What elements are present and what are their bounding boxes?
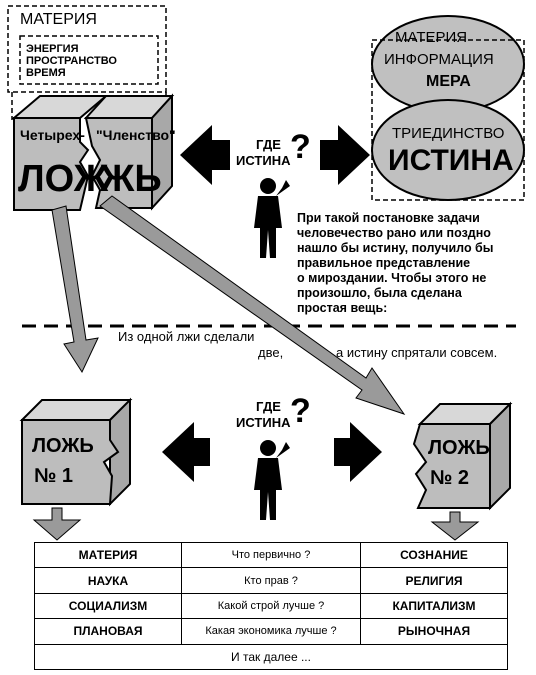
big-lie-right-big: ЖЬ (100, 158, 162, 200)
paragraph-line: о мироздании. Чтобы этого не (297, 271, 487, 285)
table-cell-left: СОЦИАЛИЗМ (34, 592, 182, 620)
arrow-to-lie2 (99, 195, 406, 415)
big-lie-right-block (83, 93, 175, 211)
where-label-bottom: ГДЕ (256, 399, 281, 414)
split-text-1: Из одной лжи сделали (118, 329, 255, 344)
table-cell-question: Что первично ? (181, 541, 361, 569)
paragraph-line: простая вещь: (297, 301, 388, 315)
big-lie-right-small: "Членство" (96, 127, 176, 143)
arrow-right-top (320, 125, 370, 185)
truth-label-bottom: ИСТИНА (236, 415, 291, 430)
question-mark-bottom: ? (290, 392, 311, 430)
lie2-number: № 2 (430, 467, 469, 489)
materia-label: МАТЕРИЯ (20, 11, 97, 28)
paragraph-line: произошло, была сделана (297, 286, 462, 300)
table-cell-right: РЕЛИГИЯ (360, 567, 508, 594)
thinking-person-bottom (254, 440, 290, 520)
table-cell-left: НАУКА (34, 567, 182, 594)
truth-label-top: ИСТИНА (236, 153, 291, 168)
thinking-person-top (254, 178, 290, 258)
table-cell-right: РЫНОЧНАЯ (360, 618, 508, 645)
table-row: СОЦИАЛИЗМ Какой строй лучше ? КАПИТАЛИЗМ (34, 592, 508, 620)
table-row: НАУКА Кто прав ? РЕЛИГИЯ (34, 567, 508, 594)
oval-materia: МАТЕРИЯ (395, 29, 468, 46)
arrow-down-right (430, 511, 480, 541)
energy-label: ЭНЕРГИЯ (26, 43, 79, 55)
oval-trinity: ТРИЕДИНСТВО (392, 125, 505, 142)
arrow-right-bottom (334, 422, 382, 482)
lie1-title: ЛОЖЬ (32, 435, 94, 457)
space-label: ПРОСТРАНСТВО (26, 55, 117, 67)
paragraph-line: При такой постановке задачи (297, 211, 480, 225)
table-row: ПЛАНОВАЯ Какая экономика лучше ? РЫНОЧНА… (34, 618, 508, 645)
paragraph-line: нашло бы истину, получило бы (297, 241, 494, 255)
lie2-title: ЛОЖЬ (428, 437, 490, 459)
table-row: МАТЕРИЯ Что первично ? СОЗНАНИЕ (34, 541, 508, 569)
table-footer-row: И так далее ... (34, 643, 508, 671)
table-cell-right: КАПИТАЛИЗМ (360, 592, 508, 620)
materia-frame (7, 5, 167, 93)
oval-mera: МЕРА (426, 73, 471, 90)
arrow-left-top (180, 125, 230, 185)
time-label: ВРЕМЯ (26, 67, 66, 79)
arrow-to-lie1 (51, 205, 99, 374)
table-cell-left: МАТЕРИЯ (34, 541, 182, 569)
table-footer: И так далее ... (34, 643, 508, 671)
table-cell-question: Кто прав ? (181, 567, 361, 594)
arrow-down-left (32, 507, 82, 541)
paragraph-line: правильное представление (297, 256, 471, 270)
table-cell-right: СОЗНАНИЕ (360, 541, 508, 569)
energy-frame (19, 35, 159, 85)
comparison-table: МАТЕРИЯ Что первично ? СОЗНАНИЕ НАУКА Кт… (34, 541, 508, 671)
lie1-number: № 1 (34, 465, 73, 487)
lie1-block (19, 397, 133, 507)
table-cell-left: ПЛАНОВАЯ (34, 618, 182, 645)
split-text-3: а истину спрятали совсем. (336, 345, 498, 360)
paragraph-line: человечество рано или поздно (297, 226, 491, 240)
lie2-block (412, 401, 513, 511)
table-cell-question: Какая экономика лучше ? (181, 618, 361, 645)
oval-info: ИНФОРМАЦИЯ (384, 51, 494, 68)
split-text-2: две, (258, 345, 284, 360)
ovals-frame (371, 39, 525, 201)
table-cell-question: Какой строй лучше ? (181, 592, 361, 620)
big-lie-left-small: Четырех- (20, 127, 85, 143)
big-lie-left-big: ЛОЖ (18, 158, 109, 200)
arrow-left-bottom (162, 422, 210, 482)
question-mark-top: ? (290, 128, 311, 166)
where-label-top: ГДЕ (256, 137, 281, 152)
oval-truth-big: ИСТИНА (388, 144, 514, 177)
